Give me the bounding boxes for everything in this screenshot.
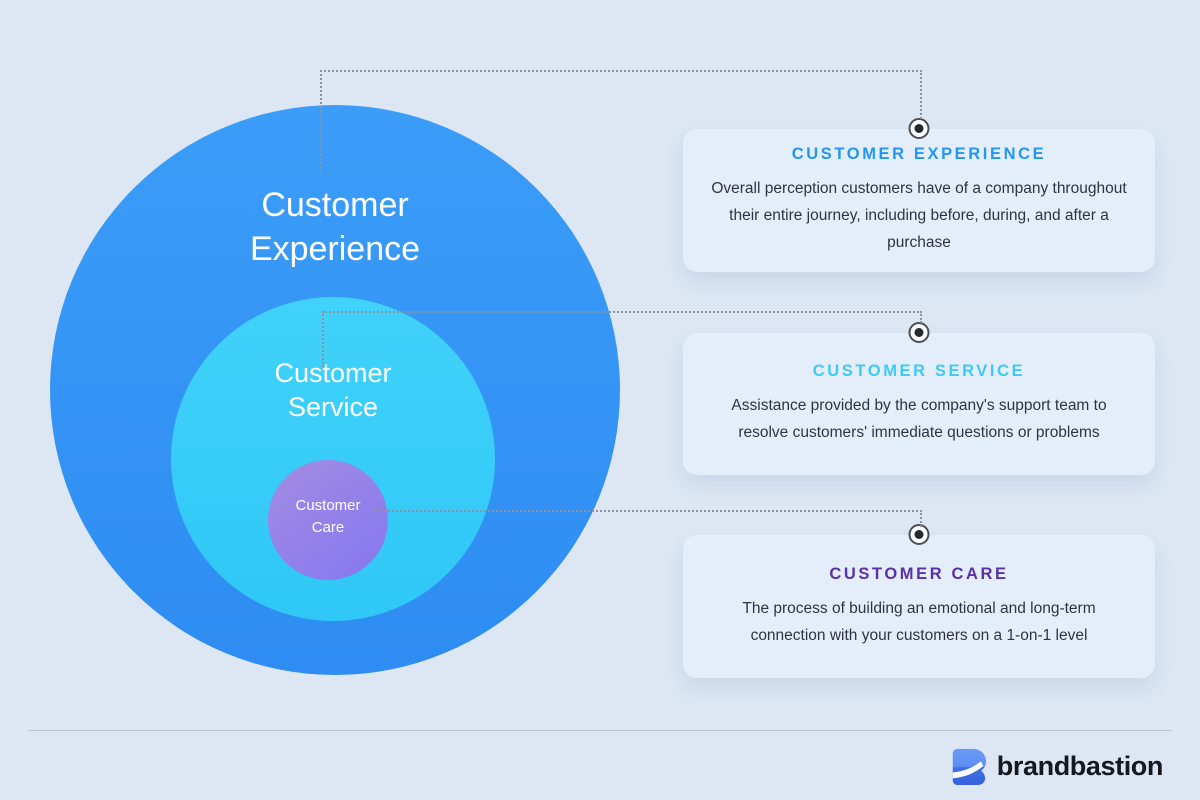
connector-experience-horizontal	[320, 70, 922, 72]
card-title-customer-care: CUSTOMER CARE	[829, 564, 1009, 583]
card-title-customer-experience: CUSTOMER EXPERIENCE	[791, 145, 1047, 163]
brand-logo: brandbastion	[950, 747, 1163, 785]
connector-care-vertical-card	[920, 510, 922, 527]
card-customer-service: CUSTOMER SERVICE Assistance provided by …	[683, 322, 1155, 475]
brand-name: brandbastion	[996, 751, 1164, 781]
circle-label-customer-care: Customer Care	[268, 495, 388, 539]
connector-care-horizontal	[373, 510, 922, 512]
connector-service-vertical-circle	[322, 311, 324, 367]
connector-service-vertical-card	[920, 311, 922, 323]
label-line: Customer	[261, 186, 409, 224]
connector-experience-vertical-card	[920, 70, 922, 119]
bullseye-dot	[914, 530, 924, 539]
circle-customer-care	[268, 460, 388, 580]
label-line: Experience	[249, 230, 421, 268]
bullseye-marker-icon	[908, 118, 930, 139]
card-customer-care: CUSTOMER CARE The process of building an…	[683, 524, 1155, 678]
bullseye-dot	[914, 328, 924, 337]
label-line: Care	[311, 519, 345, 536]
bullseye-marker-icon	[908, 322, 930, 343]
card-body-customer-service: Assistance provided by the company's sup…	[731, 397, 1107, 441]
footer-divider	[28, 730, 1172, 731]
brandbastion-logo-icon	[952, 748, 986, 785]
circle-label-customer-service: Customer Service	[171, 356, 495, 424]
label-line: Customer	[295, 497, 361, 514]
card-body-customer-experience: Overall perception customers have of a c…	[711, 180, 1127, 251]
card-customer-experience: CUSTOMER EXPERIENCE Overall perception c…	[683, 118, 1155, 272]
bullseye-marker-icon	[908, 524, 930, 545]
bullseye-dot	[914, 124, 924, 133]
circle-label-customer-experience: Customer Experience	[50, 183, 620, 271]
label-line: Customer	[274, 358, 392, 388]
connector-experience-vertical-circle	[320, 70, 322, 172]
card-title-customer-service: CUSTOMER SERVICE	[812, 362, 1026, 380]
label-line: Service	[287, 392, 379, 422]
connector-service-horizontal	[322, 311, 922, 313]
card-body-customer-care: The process of building an emotional and…	[742, 599, 1096, 644]
